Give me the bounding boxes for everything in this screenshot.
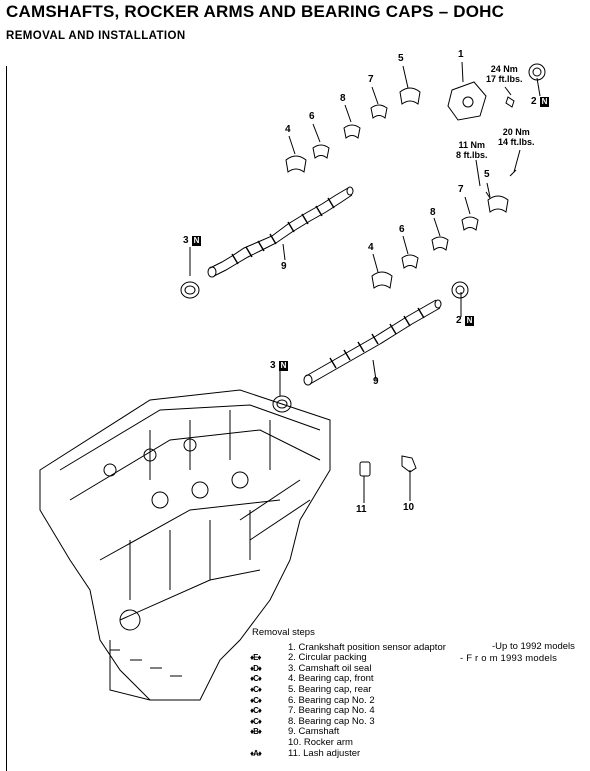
model-year-note: - F r o m 1993 models (460, 653, 558, 664)
part-label-6b: 6 (399, 224, 405, 235)
list-item: 1. Crankshaft position sensor adaptor (288, 641, 446, 653)
part-label-4a: 4 (285, 124, 291, 135)
list-item: ♦A♦11. Lash adjuster (250, 747, 361, 759)
part-label-7a: 7 (368, 74, 374, 85)
list-item: ♦C♦8. Bearing cap No. 3 (250, 715, 375, 727)
list-item: ♦C♦5. Bearing cap, rear (250, 683, 372, 695)
part-label-6a: 6 (309, 111, 315, 122)
part-label-8b: 8 (430, 207, 436, 218)
part-label-4b: 4 (368, 242, 374, 253)
part-label-8a: 8 (340, 93, 346, 104)
part-label-10: 10 (403, 502, 415, 513)
part-label-9b: 9 (373, 376, 379, 387)
part-label-7b: 7 (458, 184, 464, 195)
list-item: ♦C♦6. Bearing cap No. 2 (250, 694, 375, 706)
new-part-mark: N (464, 316, 475, 326)
list-item: ♦B♦9. Camshaft (250, 726, 340, 738)
page-subtitle: REMOVAL AND INSTALLATION (6, 30, 186, 42)
part-label-11: 11 (356, 504, 367, 515)
page-title: CAMSHAFTS, ROCKER ARMS AND BEARING CAPS … (6, 2, 505, 21)
removal-steps: Removal steps 1. Crankshaft position sen… (250, 627, 446, 759)
list-item: ♦E♦2. Circular packing (250, 652, 367, 664)
list-item: ♦C♦7. Bearing cap No. 4 (250, 705, 375, 717)
model-year-note: -Up to 1992 models (492, 641, 575, 652)
part-label-9a: 9 (281, 261, 287, 272)
list-item: ♦C♦4. Bearing cap, front (250, 673, 374, 685)
new-part-mark: N (278, 361, 289, 371)
new-part-mark: N (539, 97, 550, 107)
list-item: 10. Rocker arm (288, 736, 353, 748)
list-item: ♦D♦3. Camshaft oil seal (250, 662, 372, 674)
part-label-5b: 5 (484, 169, 490, 180)
part-label-5a: 5 (398, 53, 404, 64)
part-label-1: 1 (458, 49, 464, 60)
removal-steps-heading: Removal steps (252, 627, 315, 638)
new-part-mark: N (191, 236, 202, 246)
margin-rule (6, 66, 7, 771)
